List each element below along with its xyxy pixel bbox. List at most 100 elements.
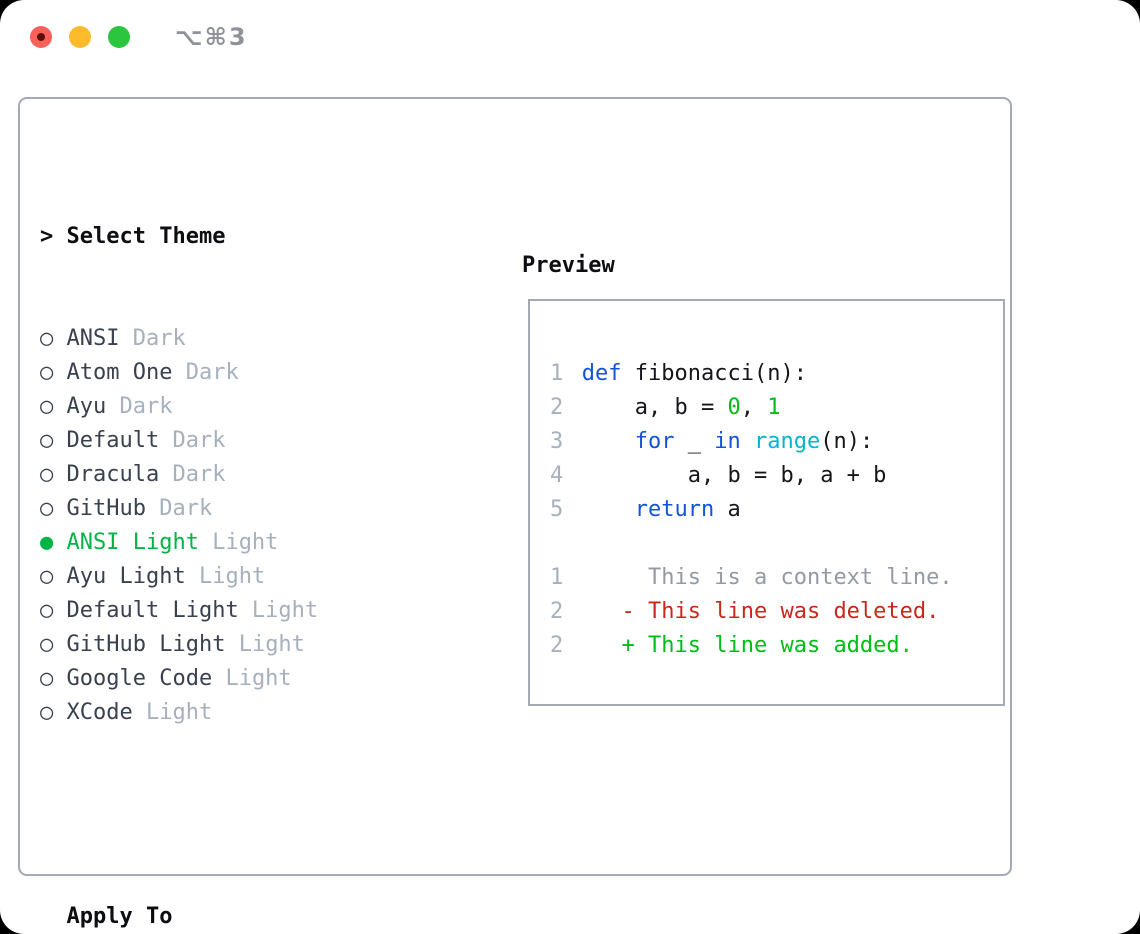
line-number: 2 (550, 395, 564, 420)
code-token-add: + This line was added. (581, 633, 913, 658)
code-token-pl: (n): (820, 429, 874, 454)
focus-caret-icon: > (40, 224, 67, 249)
theme-variant: Dark (119, 326, 186, 351)
code-token-pl (582, 429, 635, 454)
apply-to-heading: Apply To (40, 900, 411, 934)
theme-variant: Light (225, 632, 305, 657)
theme-name: Ayu Light (66, 564, 186, 589)
code-line: 5 return a (550, 493, 991, 527)
radio-icon: ○ (40, 326, 67, 351)
theme-variant: Dark (159, 462, 226, 487)
theme-variant: Light (132, 700, 213, 725)
code-token-ctx: This is a context line. (581, 565, 953, 590)
theme-option[interactable]: ○ Google Code Light (40, 662, 411, 696)
theme-name: Ayu (66, 394, 107, 419)
theme-option[interactable]: ○ Default Light Light (40, 594, 411, 628)
theme-option[interactable]: ○ Ayu Dark (40, 390, 411, 424)
radio-icon: ● (40, 530, 67, 555)
line-number: 2 (550, 599, 564, 624)
line-number: 1 (550, 565, 564, 590)
theme-option[interactable]: ○ GitHub Dark (40, 492, 411, 526)
line-number: 3 (550, 429, 564, 454)
theme-name: Default (66, 428, 160, 453)
theme-variant: Light (238, 598, 319, 623)
code-token-kw: in (714, 429, 741, 454)
code-line: 3 for _ in range(n): (550, 425, 991, 459)
window-title: ⌥⌘3 (175, 23, 248, 51)
theme-name: GitHub (66, 496, 146, 521)
theme-name: Default Light (66, 598, 239, 623)
theme-variant: Dark (159, 428, 226, 453)
code-token-pl (582, 497, 635, 522)
close-dot-icon (37, 33, 45, 41)
theme-option[interactable]: ○ Default Dark (40, 424, 411, 458)
line-number: 2 (550, 633, 564, 658)
radio-icon: ○ (40, 598, 67, 623)
theme-option[interactable]: ○ Atom One Dark (40, 356, 411, 390)
code-token-pl: _ (674, 429, 715, 454)
select-theme-heading-label: Select Theme (66, 224, 226, 249)
theme-selector-panel: > Select Theme ○ ANSI Dark○ Atom One Dar… (18, 97, 1012, 929)
theme-name: GitHub Light (66, 632, 226, 657)
theme-name: Google Code (66, 666, 213, 691)
code-line: 4 a, b = b, a + b (550, 459, 991, 493)
theme-name: Atom One (66, 360, 173, 385)
line-number: 4 (550, 463, 564, 488)
preview-heading: Preview (522, 253, 615, 278)
radio-icon: ○ (40, 462, 67, 487)
code-token-kw: return (634, 497, 715, 522)
theme-option[interactable]: ● ANSI Light Light (40, 526, 411, 560)
radio-icon: ○ (40, 360, 67, 385)
code-token-fn: range (754, 429, 821, 454)
code-token-num: 1 (767, 395, 781, 420)
titlebar: ⌥⌘3 (30, 23, 248, 51)
radio-icon: ○ (40, 394, 67, 419)
theme-variant: Light (185, 564, 266, 589)
diff-line: 1 This is a context line. (550, 561, 991, 595)
theme-option[interactable]: ○ GitHub Light Light (40, 628, 411, 662)
theme-name: XCode (66, 700, 133, 725)
apply-to-heading-label: Apply To (66, 904, 173, 929)
radio-icon: ○ (40, 496, 67, 521)
code-token-pl: a, b = (581, 395, 728, 420)
code-token-pl: a, b = b, a + b (581, 463, 887, 488)
code-token-pl (741, 429, 754, 454)
code-token-kw: def (581, 361, 622, 386)
theme-name: ANSI (66, 326, 120, 351)
close-button[interactable] (30, 26, 52, 48)
theme-variant: Dark (172, 360, 239, 385)
theme-variant: Dark (106, 394, 173, 419)
theme-option[interactable]: ○ ANSI Dark (40, 322, 411, 356)
diff-line: 2 - This line was deleted. (550, 595, 991, 629)
line-number: 1 (550, 361, 564, 386)
theme-name: Dracula (66, 462, 160, 487)
radio-icon: ○ (40, 632, 67, 657)
theme-variant: Light (212, 666, 292, 691)
spacer (40, 798, 411, 832)
theme-name: ANSI Light (66, 530, 199, 555)
theme-option[interactable]: ○ XCode Light (40, 696, 411, 730)
radio-icon: ○ (40, 428, 67, 453)
radio-icon: ○ (40, 666, 67, 691)
theme-variant: Dark (145, 496, 213, 521)
line-number: 5 (550, 497, 564, 522)
diff-line: 2 + This line was added. (550, 629, 991, 663)
select-theme-heading: > Select Theme (40, 220, 411, 254)
radio-icon: ○ (40, 564, 67, 589)
minimize-button[interactable] (69, 26, 91, 48)
spacer (550, 527, 991, 561)
zoom-button[interactable] (108, 26, 130, 48)
code-token-pl: a (714, 497, 741, 522)
code-line: 2 a, b = 0, 1 (550, 391, 991, 425)
code-token-del: - This line was deleted. (581, 599, 940, 624)
theme-option[interactable]: ○ Dracula Dark (40, 458, 411, 492)
code-token-num: 0 (727, 395, 741, 420)
code-token-pl: , (740, 395, 768, 420)
theme-option[interactable]: ○ Ayu Light Light (40, 560, 411, 594)
theme-list-column: > Select Theme ○ ANSI Dark○ Atom One Dar… (40, 152, 411, 934)
code-token-kw: for (634, 429, 675, 454)
